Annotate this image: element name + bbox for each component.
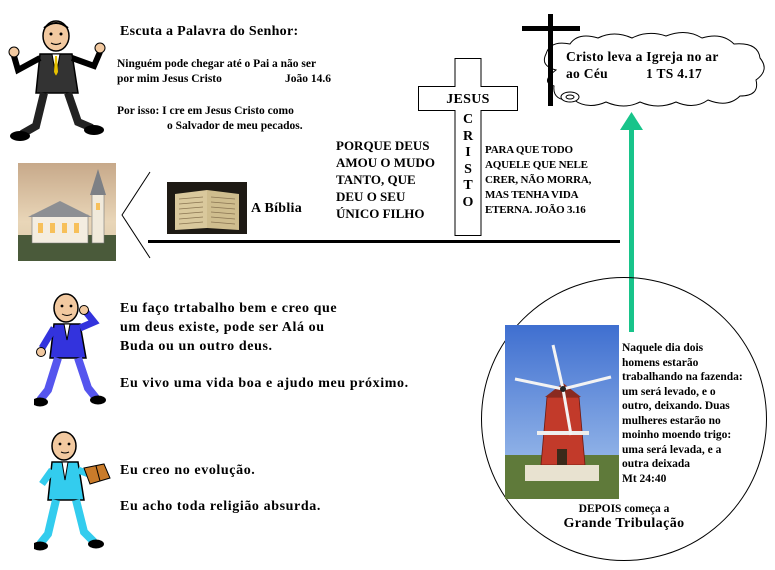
verse-line-1: Ninguém pode chegar até o Pai a não ser [117,58,317,70]
john316-left: PORQUE DEUS AMOU O MUDO TANTO, QUE DEU O… [336,137,435,222]
circle-text-line: mulheres estarão no [622,414,721,427]
verse-line-2: por mim Jesus Cristo [117,73,222,85]
cross-letter: S [464,161,472,177]
cloud-line-2a: ao Céu [566,66,608,81]
rapture-arrow-icon [620,112,643,332]
john316-right-line: CRER, NÃO MORRA, [485,174,592,186]
therefore-line-1: Por isso: I cre em Jesus Cristo como [117,105,294,117]
circle-text: Naquele dia dois homens estarão trabalha… [622,341,743,486]
bible-label: A Bíblia [251,201,303,216]
john316-left-line: AMOU O MUDO [336,155,435,170]
john316-left-line: ÚNICO FILHO [336,206,425,221]
tribulation-label: Grande Tribulação [563,516,685,531]
chevron-lines [121,171,151,259]
reading-man-icon [34,431,111,551]
cloud-line-1: Cristo leva a Igreja no ar [566,49,719,64]
john316-left-line: TANTO, QUE [336,172,416,187]
person2-text: Eu faço trtabalho bem e creo que um deus… [120,299,409,393]
person3-line-1: Eu creo no evolução. [120,463,256,478]
circle-text-line: outra deixada [622,458,691,470]
cross-word-jesus: JESUS [446,92,490,107]
cross-letter: T [463,178,473,193]
timeline-line [148,240,620,243]
cross-letter: O [462,194,474,210]
cloud-shape [543,32,765,107]
page-title: Escuta a Palavra do Senhor: [120,24,299,39]
circle-text-line: trabalhando na fazenda: [622,371,743,383]
verse-reference: João 14.6 [285,73,331,85]
preaching-man-icon [8,20,106,141]
circle-text-line: um será levado, e o [622,385,716,398]
person2-line: Eu faço trtabalho bem e creo que [120,301,338,316]
circle-text-line: outro, deixando. Duas [622,400,730,412]
bible-image [167,182,247,234]
person2-line: Buda ou un outro deus. [120,339,273,354]
john316-left-line: DEU O SEU [336,189,406,204]
cross-word-cristo: C R I S T O [455,112,481,211]
john316-right-line: ETERNA. JOÃO 3.16 [485,204,586,216]
church-image [18,163,116,261]
person2-line: Eu vivo uma vida boa e ajudo meu próximo… [120,376,409,391]
circle-text-line: uma será levada, e a [622,443,722,456]
john316-right-line: AQUELE QUE NELE [485,159,588,171]
after-label: DEPOIS começa a [578,503,670,515]
person2-line: um deus existe, pode ser Alá ou [120,320,325,335]
cross-letter: C [462,112,474,127]
tribulation-circle [481,277,767,561]
dark-cross-icon [522,14,580,106]
circle-text-line: homens estarão [622,356,699,369]
john316-left-line: PORQUE DEUS [336,138,430,153]
cross-letter: R [462,128,474,144]
circle-text-line: moinho moendo trigo: [622,429,732,441]
john316-right-line: MAS TENHA VIDA [485,189,579,201]
blue-suit-man-icon [34,293,106,407]
person3-line-2: Eu acho toda religião absurda. [120,499,321,514]
john316-right-line: PARA QUE TODO [485,144,573,156]
cross-icon [418,58,518,236]
circle-text-line: Naquele dia dois [622,342,704,354]
cross-letter: I [465,145,471,160]
john316-right: PARA QUE TODO AQUELE QUE NELE CRER, NÃO … [485,143,591,218]
windmill-image [505,325,619,499]
therefore-line-2: o Salvador de meu pecados. [167,120,303,132]
cloud-line-2b: 1 TS 4.17 [646,66,703,81]
circle-reference: Mt 24:40 [622,472,667,485]
